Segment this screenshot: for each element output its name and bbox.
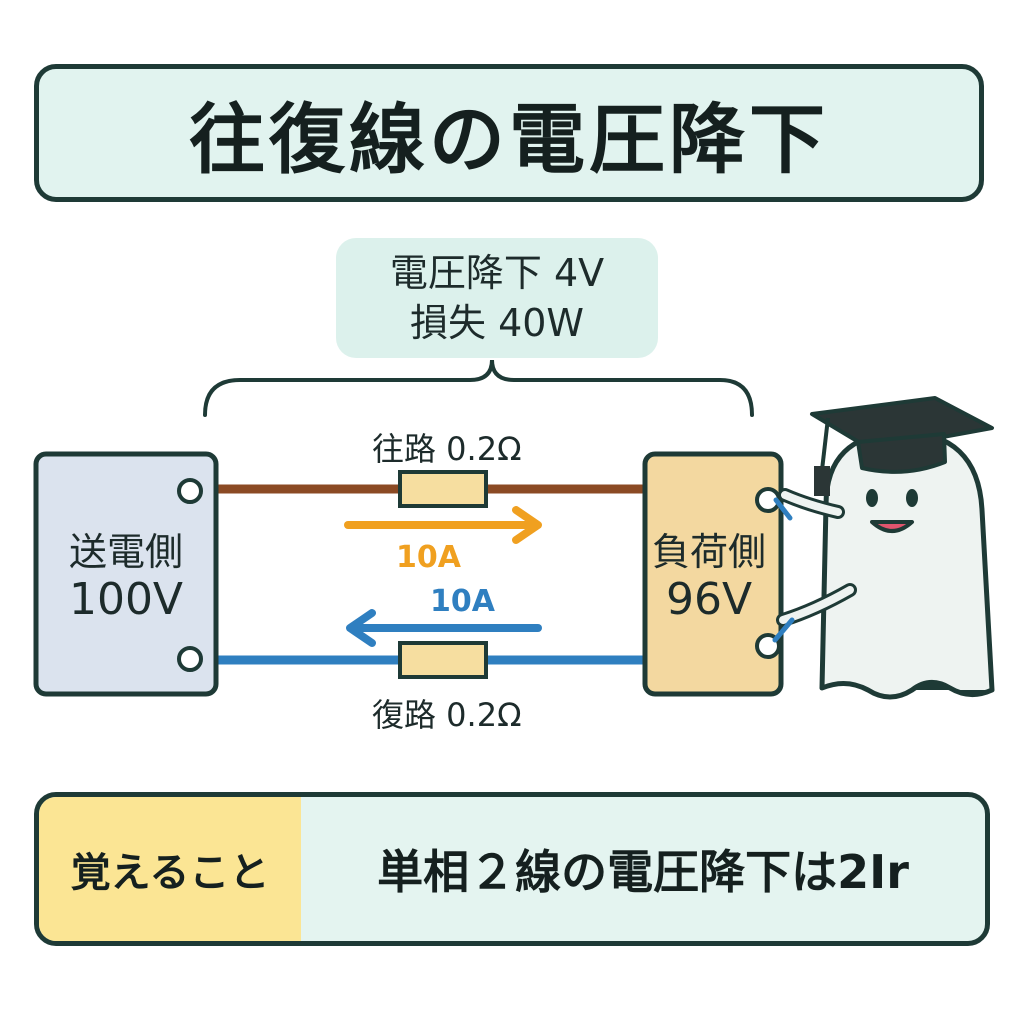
return-resistance-label: 復路 0.2Ω — [372, 696, 522, 734]
power-loss-text: 損失 40W — [409, 301, 584, 345]
page-title: 往復線の電圧降下 — [189, 95, 829, 184]
source-box — [33, 451, 219, 697]
ghost-mascot-icon — [772, 429, 995, 700]
return-current-arrow — [346, 609, 542, 647]
graduation-cap-icon — [810, 396, 994, 496]
load-box — [642, 451, 784, 697]
takeaway-banner: 覚えること 単相２線の電圧降下は2Ir — [34, 792, 990, 946]
source-voltage: 100V — [68, 574, 184, 625]
outgoing-resistor — [398, 470, 488, 508]
return-resistor — [398, 641, 488, 679]
source-name: 送電側 — [68, 530, 183, 574]
takeaway-tag: 覚えること — [39, 797, 301, 941]
return-current-label: 10A — [430, 584, 495, 619]
source-label: 送電側 100V — [40, 528, 212, 624]
source-terminal-top — [177, 478, 203, 504]
source-terminal-bottom — [177, 646, 203, 672]
load-label: 負荷側 96V — [650, 528, 768, 624]
load-name: 負荷側 — [651, 530, 766, 574]
curly-brace — [203, 359, 754, 417]
voltage-drop-text: 電圧降下 4V — [389, 251, 605, 295]
outgoing-current-arrow — [344, 506, 542, 544]
outgoing-resistance-label: 往路 0.2Ω — [372, 430, 522, 468]
takeaway-rule: 単相２線の電圧降下は2Ir — [377, 845, 909, 899]
outgoing-current-label: 10A — [396, 540, 461, 575]
loss-summary-callout: 電圧降下 4V 損失 40W — [336, 238, 658, 358]
load-voltage: 96V — [665, 574, 753, 625]
title-banner: 往復線の電圧降下 — [34, 64, 984, 202]
